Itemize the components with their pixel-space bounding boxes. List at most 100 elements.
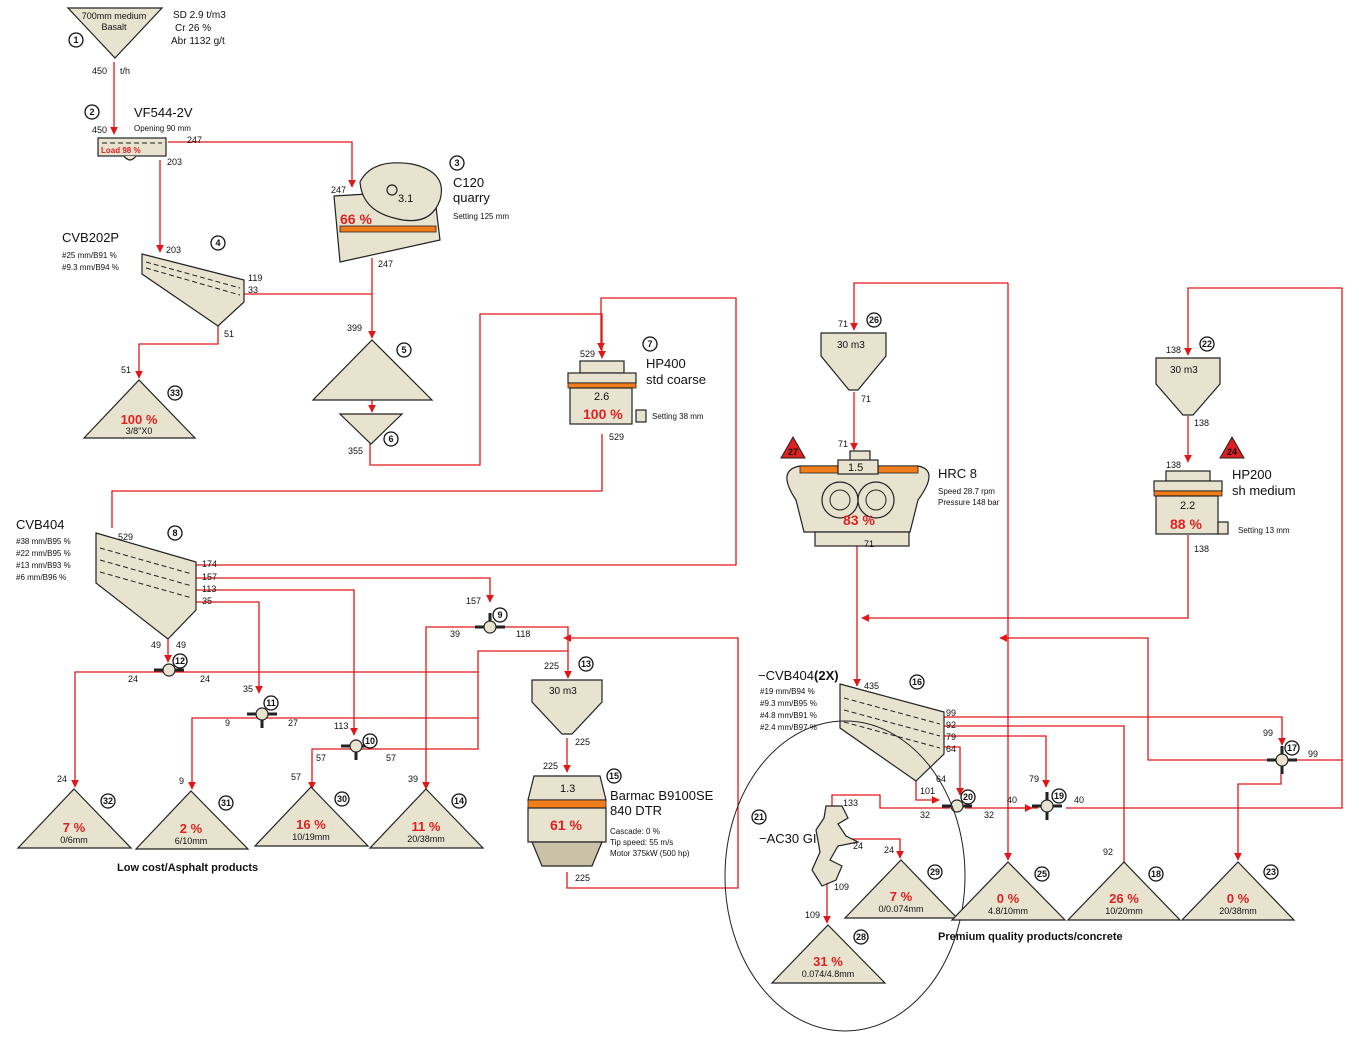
- product-pile-18[interactable]: 92 18 26 % 10/20mm: [1066, 847, 1182, 921]
- splitter-10-right: 57: [386, 753, 396, 763]
- bin-26-number: 26: [869, 315, 879, 325]
- bin-22-cap: 30 m3: [1170, 365, 1198, 376]
- feed-sd: SD 2.9 t/m3: [173, 10, 226, 21]
- cvb404-out6: 49: [176, 640, 186, 650]
- cvb404b-out3: 79: [946, 732, 956, 742]
- hp400-pct: 100 %: [583, 406, 623, 422]
- c120-jaw-crusher[interactable]: 3.1 66 % 3 C120 quarry Setting 125 mm 24…: [331, 155, 509, 269]
- cvb404-out1: 174: [202, 559, 217, 569]
- cvb202p-out2: 33: [248, 285, 258, 295]
- cvb404-out2: 157: [202, 572, 217, 582]
- feed-hopper[interactable]: 700mm medium Basalt 1 SD 2.9 t/m3 Cr 26 …: [66, 7, 226, 76]
- bin-26-in: 71: [838, 319, 848, 329]
- hrc8-hpgr[interactable]: 71 1.5 83 % 27 HRC 8 Speed 28.7 rpm Pres…: [780, 435, 1000, 549]
- ac30-out1: 24: [853, 841, 863, 851]
- splitter-17-in: 99: [1263, 728, 1273, 738]
- bin-13-out: 225: [575, 737, 590, 747]
- cvb202p-name: CVB202P: [62, 230, 119, 245]
- splitter-9-number: 9: [497, 610, 502, 620]
- bin-26[interactable]: 71 26 30 m3 71: [820, 312, 887, 404]
- product-pile-33[interactable]: 51 33 100 % 3/8"X0: [82, 365, 197, 439]
- product-33-size: 3/8"X0: [126, 426, 153, 436]
- barmac-cascade: Cascade: 0 %: [610, 827, 660, 836]
- product-pile-30[interactable]: 57 30 16 % 10/19mm: [253, 772, 370, 847]
- splitter-12[interactable]: 12 24 24: [128, 653, 210, 684]
- product-pile-25[interactable]: 25 0 % 4.8/10mm: [950, 861, 1067, 921]
- product-28-size: 0.074/4.8mm: [802, 969, 855, 979]
- product-32-number: 32: [103, 796, 113, 806]
- cvb404-2x-screen[interactable]: −CVB404(2X) #19 mm/B94 % #9.3 mm/B95 % #…: [758, 668, 956, 796]
- splitter-9[interactable]: 9 157 39 118: [450, 596, 530, 639]
- hp200-value: 2.2: [1180, 500, 1195, 512]
- product-pile-29[interactable]: 24 29 7 % 0/0.074mm: [843, 845, 959, 919]
- cvb404b-name: −CVB404(2X): [758, 668, 839, 683]
- splitter-20[interactable]: 20 32 32: [920, 789, 994, 820]
- hrc8-value: 1.5: [848, 462, 863, 474]
- splitter-20-right: 32: [984, 810, 994, 820]
- feed-abr: Abr 1132 g/t: [171, 36, 225, 47]
- bin-6[interactable]: 6 355: [338, 413, 404, 456]
- cvb202p-screen[interactable]: CVB202P #25 mm/B91 % #9.3 mm/B94 % 4 203…: [62, 230, 262, 339]
- splitter-19[interactable]: 19 79 40 40: [1007, 774, 1084, 820]
- cvb404b-number: 16: [912, 677, 922, 687]
- cvb404b-out4: 64: [946, 744, 956, 754]
- c120-in: 247: [331, 185, 346, 195]
- product-33-pct: 100 %: [121, 412, 158, 427]
- feed-unit: t/h: [120, 66, 130, 76]
- product-30-pct: 16 %: [296, 817, 326, 832]
- cvb404b-in: 435: [864, 681, 879, 691]
- vf544-over: 247: [187, 135, 202, 145]
- product-pile-23[interactable]: 23 0 % 20/38mm: [1180, 861, 1296, 921]
- hp200-cone-crusher[interactable]: 138 2.2 88 % 24 HP200 sh medium Setting …: [1153, 435, 1296, 554]
- stockpile-5[interactable]: 5 399: [311, 323, 434, 401]
- barmac-tip: Tip speed: 55 m/s: [610, 838, 673, 847]
- product-pile-28[interactable]: 109 28 31 % 0.074/4.8mm: [770, 910, 887, 984]
- barmac-vsi-crusher[interactable]: 225 1.3 61 % 15 Barmac B9100SE 840 DTR C…: [527, 761, 714, 883]
- product-pile-14[interactable]: 39 14 11 % 20/38mm: [368, 774, 485, 849]
- c120-name: C120: [453, 175, 484, 190]
- hrc8-name: HRC 8: [938, 466, 977, 481]
- barmac-in: 225: [543, 761, 558, 771]
- cvb404b-deck3: #4.8 mm/B91 %: [760, 711, 817, 720]
- hrc8-speed: Speed 28.7 rpm: [938, 487, 995, 496]
- hp400-name: HP400: [646, 356, 686, 371]
- splitter-19-number: 19: [1054, 791, 1064, 801]
- product-pile-31[interactable]: 9 31 2 % 6/10mm: [134, 776, 250, 850]
- cvb202p-number: 4: [215, 238, 220, 248]
- splitter-17[interactable]: 17 99 99: [1263, 728, 1318, 774]
- hp400-cone-crusher[interactable]: 529 2.6 100 % 7 HP400 std coarse Setting…: [567, 336, 706, 442]
- splitter-10[interactable]: 10 113 57 57: [316, 721, 396, 763]
- hp200-sub: sh medium: [1232, 483, 1296, 498]
- product-pile-32[interactable]: 24 32 7 % 0/6mm: [16, 774, 133, 849]
- splitter-11[interactable]: 11 35 9 27: [225, 684, 298, 728]
- vf544-load: Load 98 %: [101, 146, 141, 155]
- bin-22-in: 138: [1166, 345, 1181, 355]
- product-32-size: 0/6mm: [60, 835, 88, 845]
- cvb404b-out1: 99: [946, 708, 956, 718]
- splitter-12-right: 24: [200, 674, 210, 684]
- cvb404-screen[interactable]: CVB404 #38 mm/B95 % #22 mm/B95 % #13 mm/…: [16, 517, 217, 650]
- cvb202p-in: 203: [166, 245, 181, 255]
- hp400-out: 529: [609, 432, 624, 442]
- cvb404b-deck1: #19 mm/B94 %: [760, 687, 815, 696]
- vf544-feeder[interactable]: 2 VF544-2V Opening 90 mm 450 Load 98 % 2…: [84, 104, 202, 167]
- product-31-in: 9: [179, 776, 184, 786]
- splitter-11-right: 27: [288, 718, 298, 728]
- cvb404-name: CVB404: [16, 517, 64, 532]
- product-29-size: 0/0.074mm: [878, 904, 923, 914]
- c120-out: 247: [378, 259, 393, 269]
- splitter-12-number: 12: [175, 656, 185, 666]
- bin-6-number: 6: [388, 434, 393, 444]
- bin-13[interactable]: 225 13 30 m3 225: [531, 656, 603, 747]
- splitter-10-number: 10: [365, 736, 375, 746]
- hp200-in: 138: [1166, 460, 1181, 470]
- bin-22[interactable]: 138 22 30 m3 138: [1155, 336, 1221, 428]
- product-25-size: 4.8/10mm: [988, 906, 1028, 916]
- product-30-number: 30: [337, 794, 347, 804]
- ac30-classifier[interactable]: 21 −AC30 GI 133 24 109: [724, 720, 966, 1032]
- product-23-number: 23: [1266, 867, 1276, 877]
- hp400-value: 2.6: [594, 391, 609, 403]
- vf544-under: 203: [167, 157, 182, 167]
- splitter-17-number: 17: [1287, 743, 1297, 753]
